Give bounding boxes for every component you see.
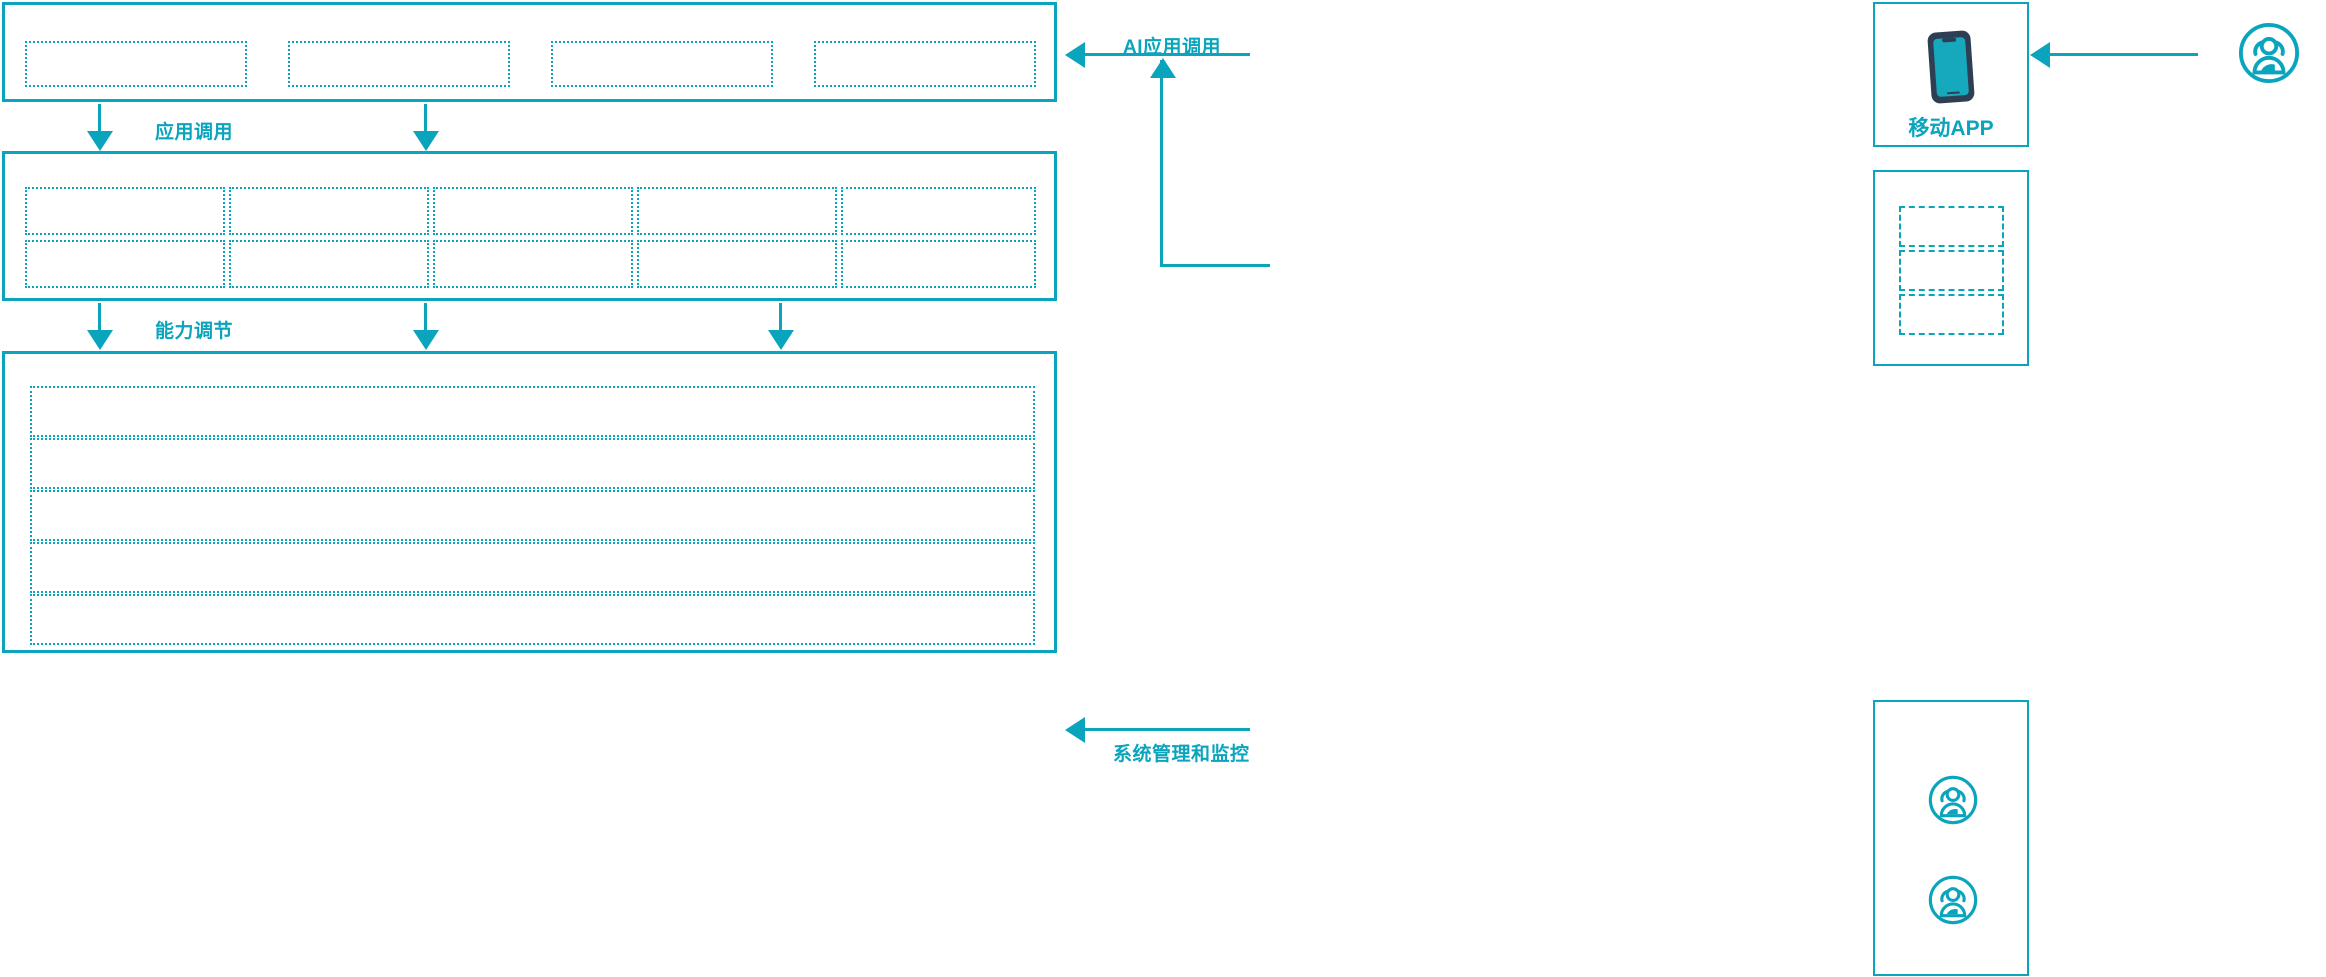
end-user-to-app-line [2050,53,2198,56]
application-cell-4[interactable] [814,41,1036,87]
platform-row-2[interactable] [30,438,1035,489]
platform-row-5[interactable] [30,594,1035,645]
capability-adjust-line-3 [779,303,782,332]
application-cell-3[interactable] [551,41,773,87]
application-cell-2[interactable] [288,41,510,87]
capability-cell-r2c1[interactable] [25,240,225,288]
capability-cell-r1c1[interactable] [25,187,225,235]
platform-row-4[interactable] [30,542,1035,593]
end-user-actor[interactable] [2238,22,2300,84]
mobile-app-node[interactable]: 移动APP [1873,2,2029,147]
platform-row-3[interactable] [30,490,1035,541]
capability-cell-r1c2[interactable] [229,187,429,235]
channel-to-ai-horizontal [1160,264,1270,267]
application-call-label: 应用调用 [155,122,234,143]
operations-node [1873,700,2029,976]
capability-adjust-arrow-1 [87,330,113,350]
channel-list-item-2[interactable] [1899,250,2004,291]
system-management-line [1085,728,1250,731]
operations-users-group-icon-2[interactable] [1928,875,1978,925]
mobile-app-label: 移动APP [1908,117,1994,140]
capability-layer-panel [2,151,1057,301]
channel-to-ai-arrowhead [1150,58,1176,78]
capability-cell-r1c5[interactable] [841,187,1036,235]
channel-list-item-1[interactable] [1899,206,2004,247]
channel-list-item-3[interactable] [1899,294,2004,335]
ai-application-call-label: AI应用调用 [1123,37,1222,58]
application-call-line-left [98,104,101,133]
capability-adjust-label: 能力调节 [155,321,234,342]
capability-cell-r1c4[interactable] [637,187,837,235]
application-cell-1[interactable] [25,41,247,87]
mobile-phone-icon [1925,29,1981,105]
application-call-line-right [424,104,427,133]
ai-application-call-arrow [1065,42,1085,68]
operations-users-group-icon-1[interactable] [1928,775,1978,825]
capability-adjust-line-1 [98,303,101,332]
channel-list-node [1873,170,2029,366]
capability-adjust-arrow-2 [413,330,439,350]
application-call-arrow-left [87,131,113,151]
end-user-to-app-arrow [2030,42,2050,68]
capability-cell-r2c4[interactable] [637,240,837,288]
platform-row-1[interactable] [30,386,1035,437]
platform-layer-panel [2,351,1057,653]
capability-adjust-arrow-3 [768,330,794,350]
capability-cell-r1c3[interactable] [433,187,633,235]
capability-cell-r2c5[interactable] [841,240,1036,288]
system-management-arrow [1065,717,1085,743]
capability-cell-r2c3[interactable] [433,240,633,288]
application-call-arrow-right [413,131,439,151]
application-layer-panel [2,2,1057,102]
capability-cell-r2c2[interactable] [229,240,429,288]
capability-adjust-line-2 [424,303,427,332]
ai-application-call-line [1085,53,1250,56]
channel-to-ai-vertical [1160,60,1163,267]
system-management-label: 系统管理和监控 [1113,744,1250,765]
